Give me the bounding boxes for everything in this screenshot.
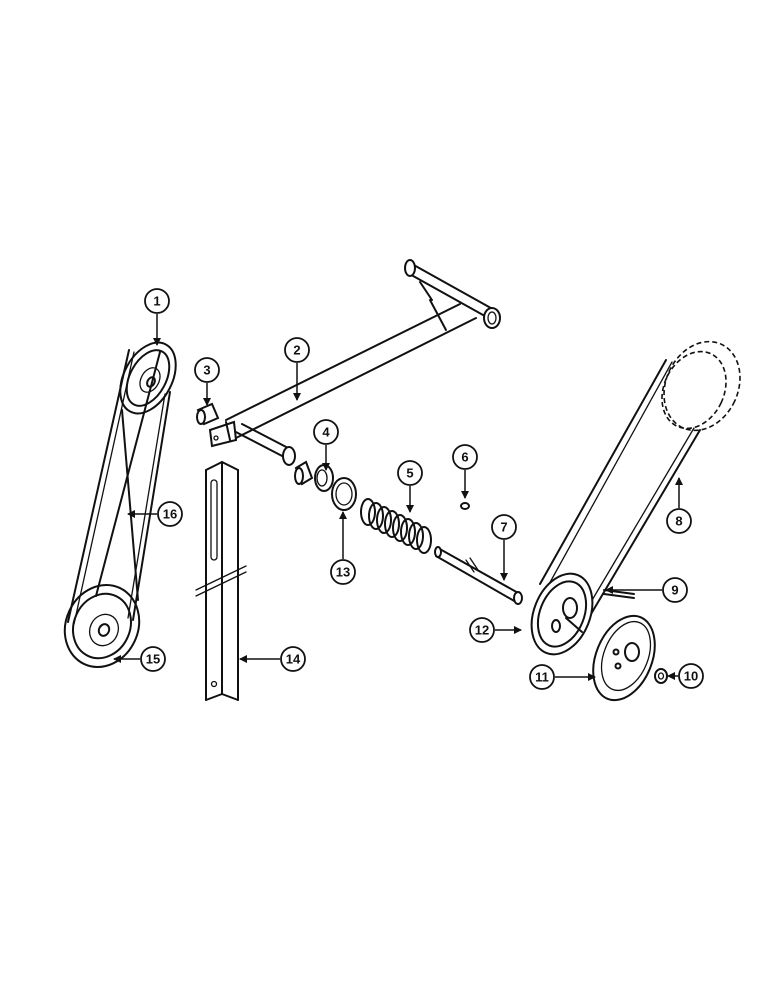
callout-5-label: 5: [406, 466, 413, 481]
callout-15-label: 15: [146, 652, 160, 667]
callout-6: 6: [452, 444, 478, 470]
pin: [460, 502, 470, 510]
callout-13: 13: [330, 559, 356, 585]
callout-10: 10: [678, 663, 704, 689]
callout-9: 9: [662, 577, 688, 603]
callout-14-label: 14: [286, 652, 301, 667]
lower-right-pulley: [530, 572, 594, 656]
callout-4: 4: [313, 419, 339, 445]
callout-7: 7: [491, 514, 517, 540]
left-belt-drive: [63, 341, 177, 668]
leader-lines: [113, 314, 683, 681]
callout-2: 2: [284, 337, 310, 363]
spring: [360, 498, 432, 554]
right-belt-drive: [530, 340, 741, 702]
callout-11-label: 11: [535, 670, 549, 685]
key-pin: [603, 589, 635, 599]
lower-pulley: [63, 584, 141, 668]
callout-1: 1: [144, 288, 170, 314]
callout-4-label: 4: [322, 425, 330, 440]
callout-14: 14: [280, 646, 306, 672]
callout-15: 15: [140, 646, 166, 672]
callout-10-label: 10: [684, 669, 698, 684]
front-pulley: [592, 614, 656, 702]
bearing-parts: [294, 460, 357, 511]
callout-9-label: 9: [671, 583, 678, 598]
washer: [654, 668, 668, 684]
callout-5: 5: [397, 460, 423, 486]
callout-1-label: 1: [153, 294, 160, 309]
bracket: [195, 461, 247, 701]
callout-16: 16: [157, 501, 183, 527]
axle-arm: [208, 259, 501, 466]
callout-6-label: 6: [461, 450, 468, 465]
callout-3: 3: [194, 357, 220, 383]
dashed-pulley: [661, 340, 741, 432]
callout-8-label: 8: [675, 514, 682, 529]
belt-drive-belt: [539, 359, 701, 637]
callout-12-label: 12: [475, 623, 489, 638]
callout-11: 11: [529, 664, 555, 690]
callout-13-label: 13: [336, 565, 350, 580]
bushing: [196, 402, 220, 426]
callout-3-label: 3: [203, 363, 210, 378]
callout-7-label: 7: [500, 520, 507, 535]
shaft: [434, 546, 523, 605]
callout-2-label: 2: [293, 343, 300, 358]
callout-8: 8: [666, 508, 692, 534]
drive-belt: [67, 349, 171, 625]
callout-12: 12: [469, 617, 495, 643]
callout-16-label: 16: [163, 507, 177, 522]
